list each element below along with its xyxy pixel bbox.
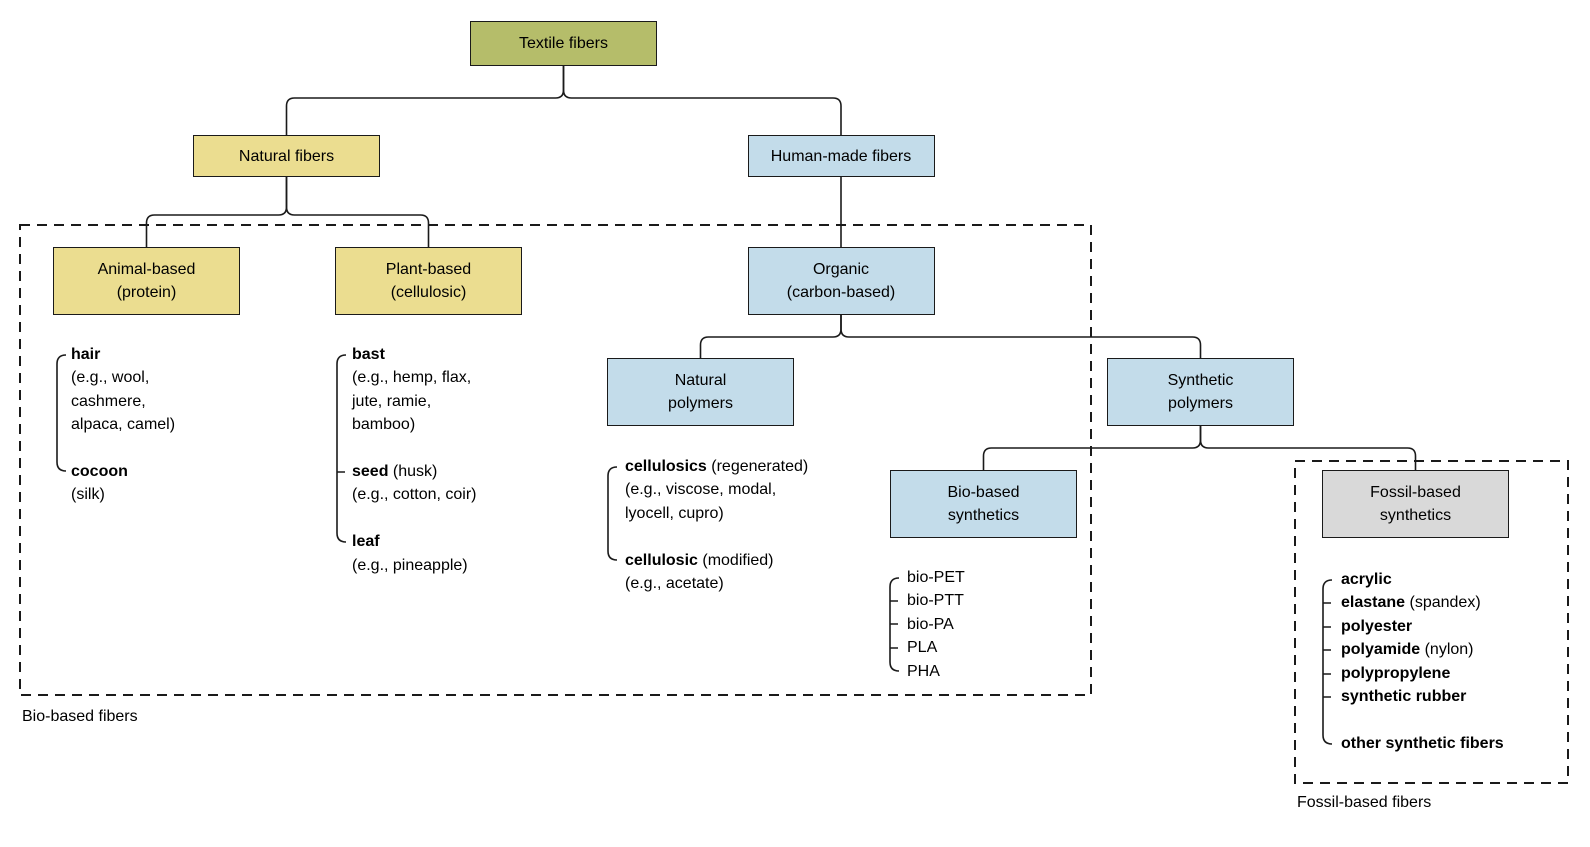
list-item: polypropylene	[1341, 662, 1504, 685]
list-term: hair	[71, 346, 101, 363]
list-term: other synthetic fibers	[1341, 734, 1504, 752]
list-term: synthetic rubber	[1341, 688, 1467, 706]
connector-natural-to-plant	[285, 177, 430, 247]
bracket-fossilsynthetics-list	[1322, 579, 1333, 745]
list-item-detail: (silk)	[71, 486, 105, 504]
list-item: polyester	[1341, 615, 1504, 638]
bracket-animal-list	[56, 354, 67, 472]
node-organic: Organic (carbon-based)	[747, 247, 935, 315]
bracket-naturalpolymers-list	[607, 466, 618, 561]
list-term-suffix: (spandex)	[1405, 594, 1481, 612]
list-item: cellulosic (modified)	[625, 549, 808, 572]
list-item: elastane (spandex)	[1341, 591, 1504, 614]
bio-synthetics-list: bio-PET bio-PTT bio-PA PLA PHA	[907, 566, 965, 683]
list-item: bio-PET	[907, 569, 965, 586]
list-term: acrylic	[1341, 571, 1392, 588]
node-synthetic-polymers: Synthetic polymers	[1107, 358, 1294, 426]
list-item: synthetic rubber	[1341, 685, 1504, 708]
list-item: acrylic	[1341, 568, 1504, 591]
list-item: bast	[352, 343, 477, 366]
list-item-detail: (e.g., viscose, modal, lyocell, cupro)	[625, 481, 777, 522]
connector-natural-to-animal	[145, 177, 288, 247]
list-item-detail: (e.g., cotton, coir)	[352, 486, 477, 504]
node-natural-polymers: Natural polymers	[607, 358, 794, 426]
list-item: cellulosics (regenerated)	[625, 455, 808, 478]
list-item: PHA	[907, 662, 940, 680]
list-term: bast	[352, 346, 385, 363]
list-term: cellulosic	[625, 551, 698, 569]
list-item-detail: (e.g., acetate)	[625, 575, 724, 593]
list-item: polyamide (nylon)	[1341, 638, 1504, 661]
connector-organic-to-naturalpolymers	[699, 315, 842, 358]
bracket-plant-list	[336, 354, 347, 543]
list-term-suffix: (nylon)	[1420, 641, 1474, 659]
node-natural-fibers: Natural fibers	[193, 135, 380, 177]
list-term: polyester	[1341, 617, 1413, 635]
group-label-bio-based-fibers: Bio-based fibers	[22, 708, 138, 725]
fossil-synthetics-list: acrylic elastane (spandex) polyester pol…	[1341, 568, 1504, 755]
list-item: seed (husk)	[352, 460, 477, 483]
list-item: other synthetic fibers	[1341, 732, 1504, 755]
node-animal-based: Animal-based (protein)	[53, 247, 240, 315]
list-term: leaf	[352, 533, 380, 551]
bracket-biosynthetics-list	[889, 577, 900, 672]
natural-polymers-list: cellulosics (regenerated) (e.g., viscose…	[625, 455, 808, 595]
list-item: hair	[71, 343, 175, 366]
list-item-detail: (e.g., wool, cashmere, alpaca, camel)	[71, 369, 176, 434]
list-term-suffix: (husk)	[388, 463, 438, 481]
node-plant-based: Plant-based (cellulosic)	[335, 247, 522, 315]
list-term-suffix: (modified)	[697, 551, 774, 569]
list-item: bio-PA	[907, 615, 954, 633]
list-item: leaf	[352, 530, 477, 553]
list-term: polypropylene	[1341, 664, 1451, 682]
list-term: elastane	[1341, 594, 1406, 612]
node-bio-based-synthetics: Bio-based synthetics	[890, 470, 1077, 538]
list-item: PLA	[907, 639, 938, 657]
node-human-made-fibers: Human-made fibers	[747, 135, 935, 177]
connector-synthetic-to-fossilbased	[1199, 426, 1417, 470]
plant-based-list: bast (e.g., hemp, flax, jute, ramie, bam…	[352, 343, 477, 577]
connector-textile-to-natural	[285, 66, 565, 135]
group-outline-fossil-based-fibers	[1294, 460, 1569, 784]
connector-organic-to-syntheticpolymers	[840, 315, 1202, 358]
list-term: seed	[352, 463, 389, 481]
list-item: bio-PTT	[907, 592, 964, 610]
group-outline-bio-based-fibers	[19, 224, 1092, 696]
connector-textile-to-humanmade	[562, 66, 842, 135]
list-term-suffix: (regenerated)	[706, 458, 809, 475]
list-term: cocoon	[71, 463, 128, 481]
list-item: cocoon	[71, 460, 175, 483]
list-item-detail: (e.g., pineapple)	[352, 556, 468, 574]
group-label-fossil-based-fibers: Fossil-based fibers	[1297, 794, 1432, 811]
list-item-detail: (e.g., hemp, flax, jute, ramie, bamboo)	[352, 369, 472, 434]
list-term: cellulosics	[625, 458, 707, 475]
node-fossil-based-synthetics: Fossil-based synthetics	[1322, 470, 1509, 538]
animal-based-list: hair (e.g., wool, cashmere, alpaca, came…	[71, 343, 175, 507]
node-textile-fibers: Textile fibers	[470, 21, 657, 66]
list-term: polyamide	[1341, 641, 1421, 659]
